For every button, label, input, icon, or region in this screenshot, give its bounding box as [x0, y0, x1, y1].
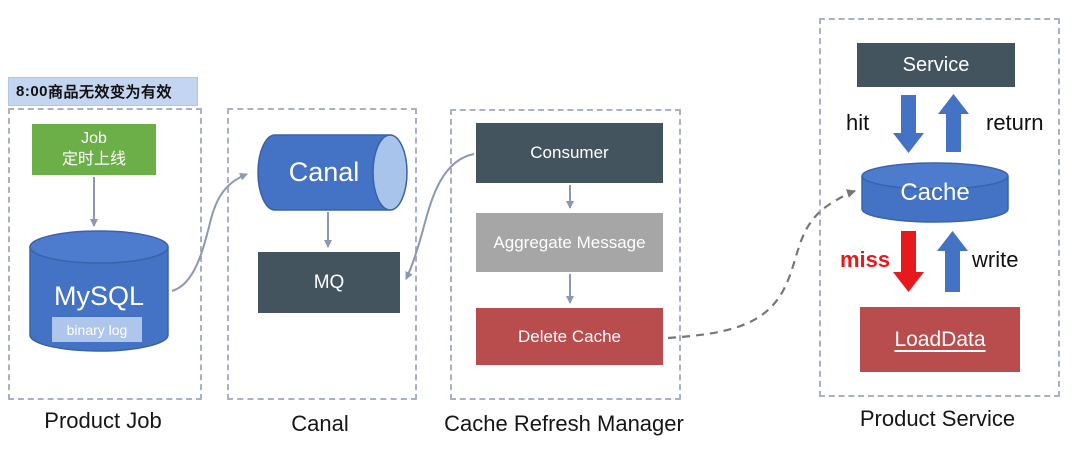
annotation-time: 8:00: [16, 83, 49, 100]
aggregate-message-box: Aggregate Message: [476, 213, 663, 272]
binary-log-label: binary log: [66, 321, 128, 338]
return-arrow-icon: [938, 94, 969, 152]
loaddata-box: LoadData: [860, 307, 1020, 372]
hit-label: hit: [846, 110, 870, 135]
mq-label: MQ: [313, 271, 345, 293]
job-label-line1: Job: [81, 129, 107, 147]
canal-cylinder-icon: [257, 134, 408, 211]
section-label-product-job: Product Job: [44, 408, 162, 433]
consumer-label: Consumer: [530, 143, 609, 162]
section-label-cache-refresh-manager: Cache Refresh Manager: [444, 411, 684, 436]
aggregate-message-label: Aggregate Message: [493, 232, 646, 252]
loaddata-label: LoadData: [894, 327, 986, 351]
delete-cache-label: Delete Cache: [517, 326, 621, 346]
return-label: return: [986, 110, 1044, 135]
section-label-product-service: Product Service: [859, 406, 1016, 431]
write-label: write: [972, 247, 1019, 272]
section-cache-refresh-manager: [450, 109, 681, 400]
arrow-mysql-to-canal: [171, 172, 248, 292]
service-label: Service: [902, 53, 970, 76]
miss-label: miss: [840, 247, 891, 272]
job-box: Job 定时上线: [32, 124, 156, 175]
delete-cache-box: Delete Cache: [476, 308, 663, 365]
section-product-service: [819, 18, 1060, 397]
annotation-text: 商品无效变为有效: [48, 84, 173, 101]
arrow-consumer-to-mq: [405, 153, 475, 280]
write-arrow-icon: [937, 231, 968, 292]
section-label-canal: Canal: [291, 411, 349, 436]
job-label-line2: 定时上线: [61, 150, 126, 168]
arrow-delete-cache-to-cache: [667, 189, 856, 340]
service-box: Service: [857, 43, 1015, 87]
hit-arrow-icon: [893, 95, 924, 153]
consumer-box: Consumer: [476, 123, 663, 183]
miss-arrow-icon: [893, 231, 924, 292]
binary-log-badge: binary log: [52, 317, 142, 342]
cache-cylinder-icon: [861, 162, 1009, 223]
mq-box: MQ: [258, 252, 400, 313]
